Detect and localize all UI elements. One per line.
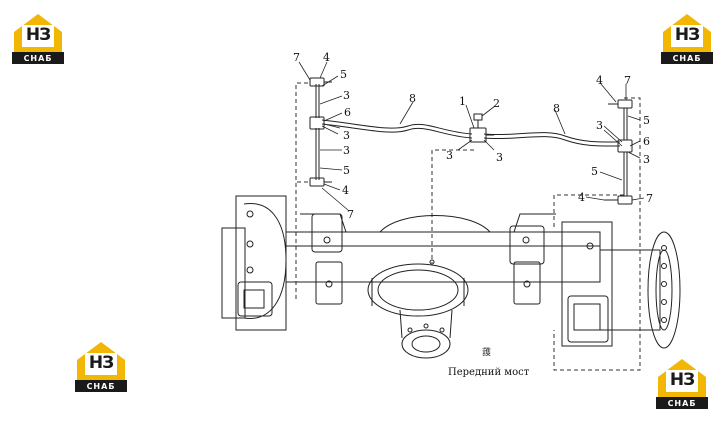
logo-mark: НЗ xyxy=(669,370,695,390)
callout-8-right: 8 xyxy=(553,102,560,115)
house-icon xyxy=(663,14,711,52)
callout-5-left-upper: 5 xyxy=(340,68,347,81)
callout-numbers: 7 4 5 3 6 3 3 5 4 7 8 1 2 3 3 8 4 7 5 3 … xyxy=(293,51,653,221)
right-wheel-hub xyxy=(561,221,681,349)
right-pipe-assembly xyxy=(604,99,633,205)
callout-3-left-c: 3 xyxy=(343,144,350,157)
callout-4-left-lower: 4 xyxy=(342,184,349,197)
callout-3-left-b: 3 xyxy=(343,129,350,142)
callout-leaders xyxy=(298,61,645,211)
centre-tee-fitting xyxy=(469,113,494,143)
logo-mark: НЗ xyxy=(25,25,51,45)
callout-4-right-upper: 4 xyxy=(596,74,603,87)
differential-carrier xyxy=(367,259,469,359)
logo-subtitle: СНАБ xyxy=(656,397,708,409)
drawing-note-mark: 䕶 xyxy=(482,348,492,358)
brake-hose-right xyxy=(483,132,621,147)
logo-subtitle: СНАБ xyxy=(75,380,127,392)
callout-6-right: 6 xyxy=(643,135,650,148)
house-icon xyxy=(77,342,125,380)
logo-subtitle: СНАБ xyxy=(661,52,713,64)
logo-top-right: НЗ СНАБ xyxy=(659,12,715,64)
diagram-caption: Передний мост xyxy=(448,367,530,378)
brake-hose-left xyxy=(321,119,473,139)
callout-2: 2 xyxy=(493,97,500,110)
callout-4-top-left: 4 xyxy=(323,51,330,64)
axle-housing xyxy=(285,213,601,305)
callout-3-right-b: 3 xyxy=(643,153,650,166)
logo-top-left: НЗ СНАБ xyxy=(10,12,66,64)
callout-3-centre-b: 3 xyxy=(496,151,503,164)
left-wheel-hub xyxy=(221,195,287,331)
dashed-leaders xyxy=(295,82,641,371)
callout-7-left-lower: 7 xyxy=(347,208,354,221)
callout-1: 1 xyxy=(459,95,466,108)
callout-6-left: 6 xyxy=(344,106,351,119)
callout-7-top-left: 7 xyxy=(293,51,300,64)
callout-3-centre-a: 3 xyxy=(446,149,453,162)
callout-4-right-lower: 4 xyxy=(578,191,585,204)
logo-bottom-left: НЗ СНАБ xyxy=(73,340,129,392)
callout-7-right-upper: 7 xyxy=(624,74,631,87)
callout-5-right-lower: 5 xyxy=(591,165,598,178)
logo-mark: НЗ xyxy=(674,25,700,45)
callout-3-left-a: 3 xyxy=(343,89,350,102)
house-icon xyxy=(14,14,62,52)
callout-5-right-upper: 5 xyxy=(643,114,650,127)
left-pipe-assembly xyxy=(309,77,332,187)
callout-7-right-lower: 7 xyxy=(646,192,653,205)
logo-mark: НЗ xyxy=(88,353,114,373)
logo-subtitle: СНАБ xyxy=(12,52,64,64)
logo-bottom-right: НЗ СНАБ xyxy=(654,357,710,409)
callout-5-left-lower: 5 xyxy=(343,164,350,177)
callout-3-right-a: 3 xyxy=(596,119,603,132)
callout-8-left: 8 xyxy=(409,92,416,105)
house-icon xyxy=(658,359,706,397)
